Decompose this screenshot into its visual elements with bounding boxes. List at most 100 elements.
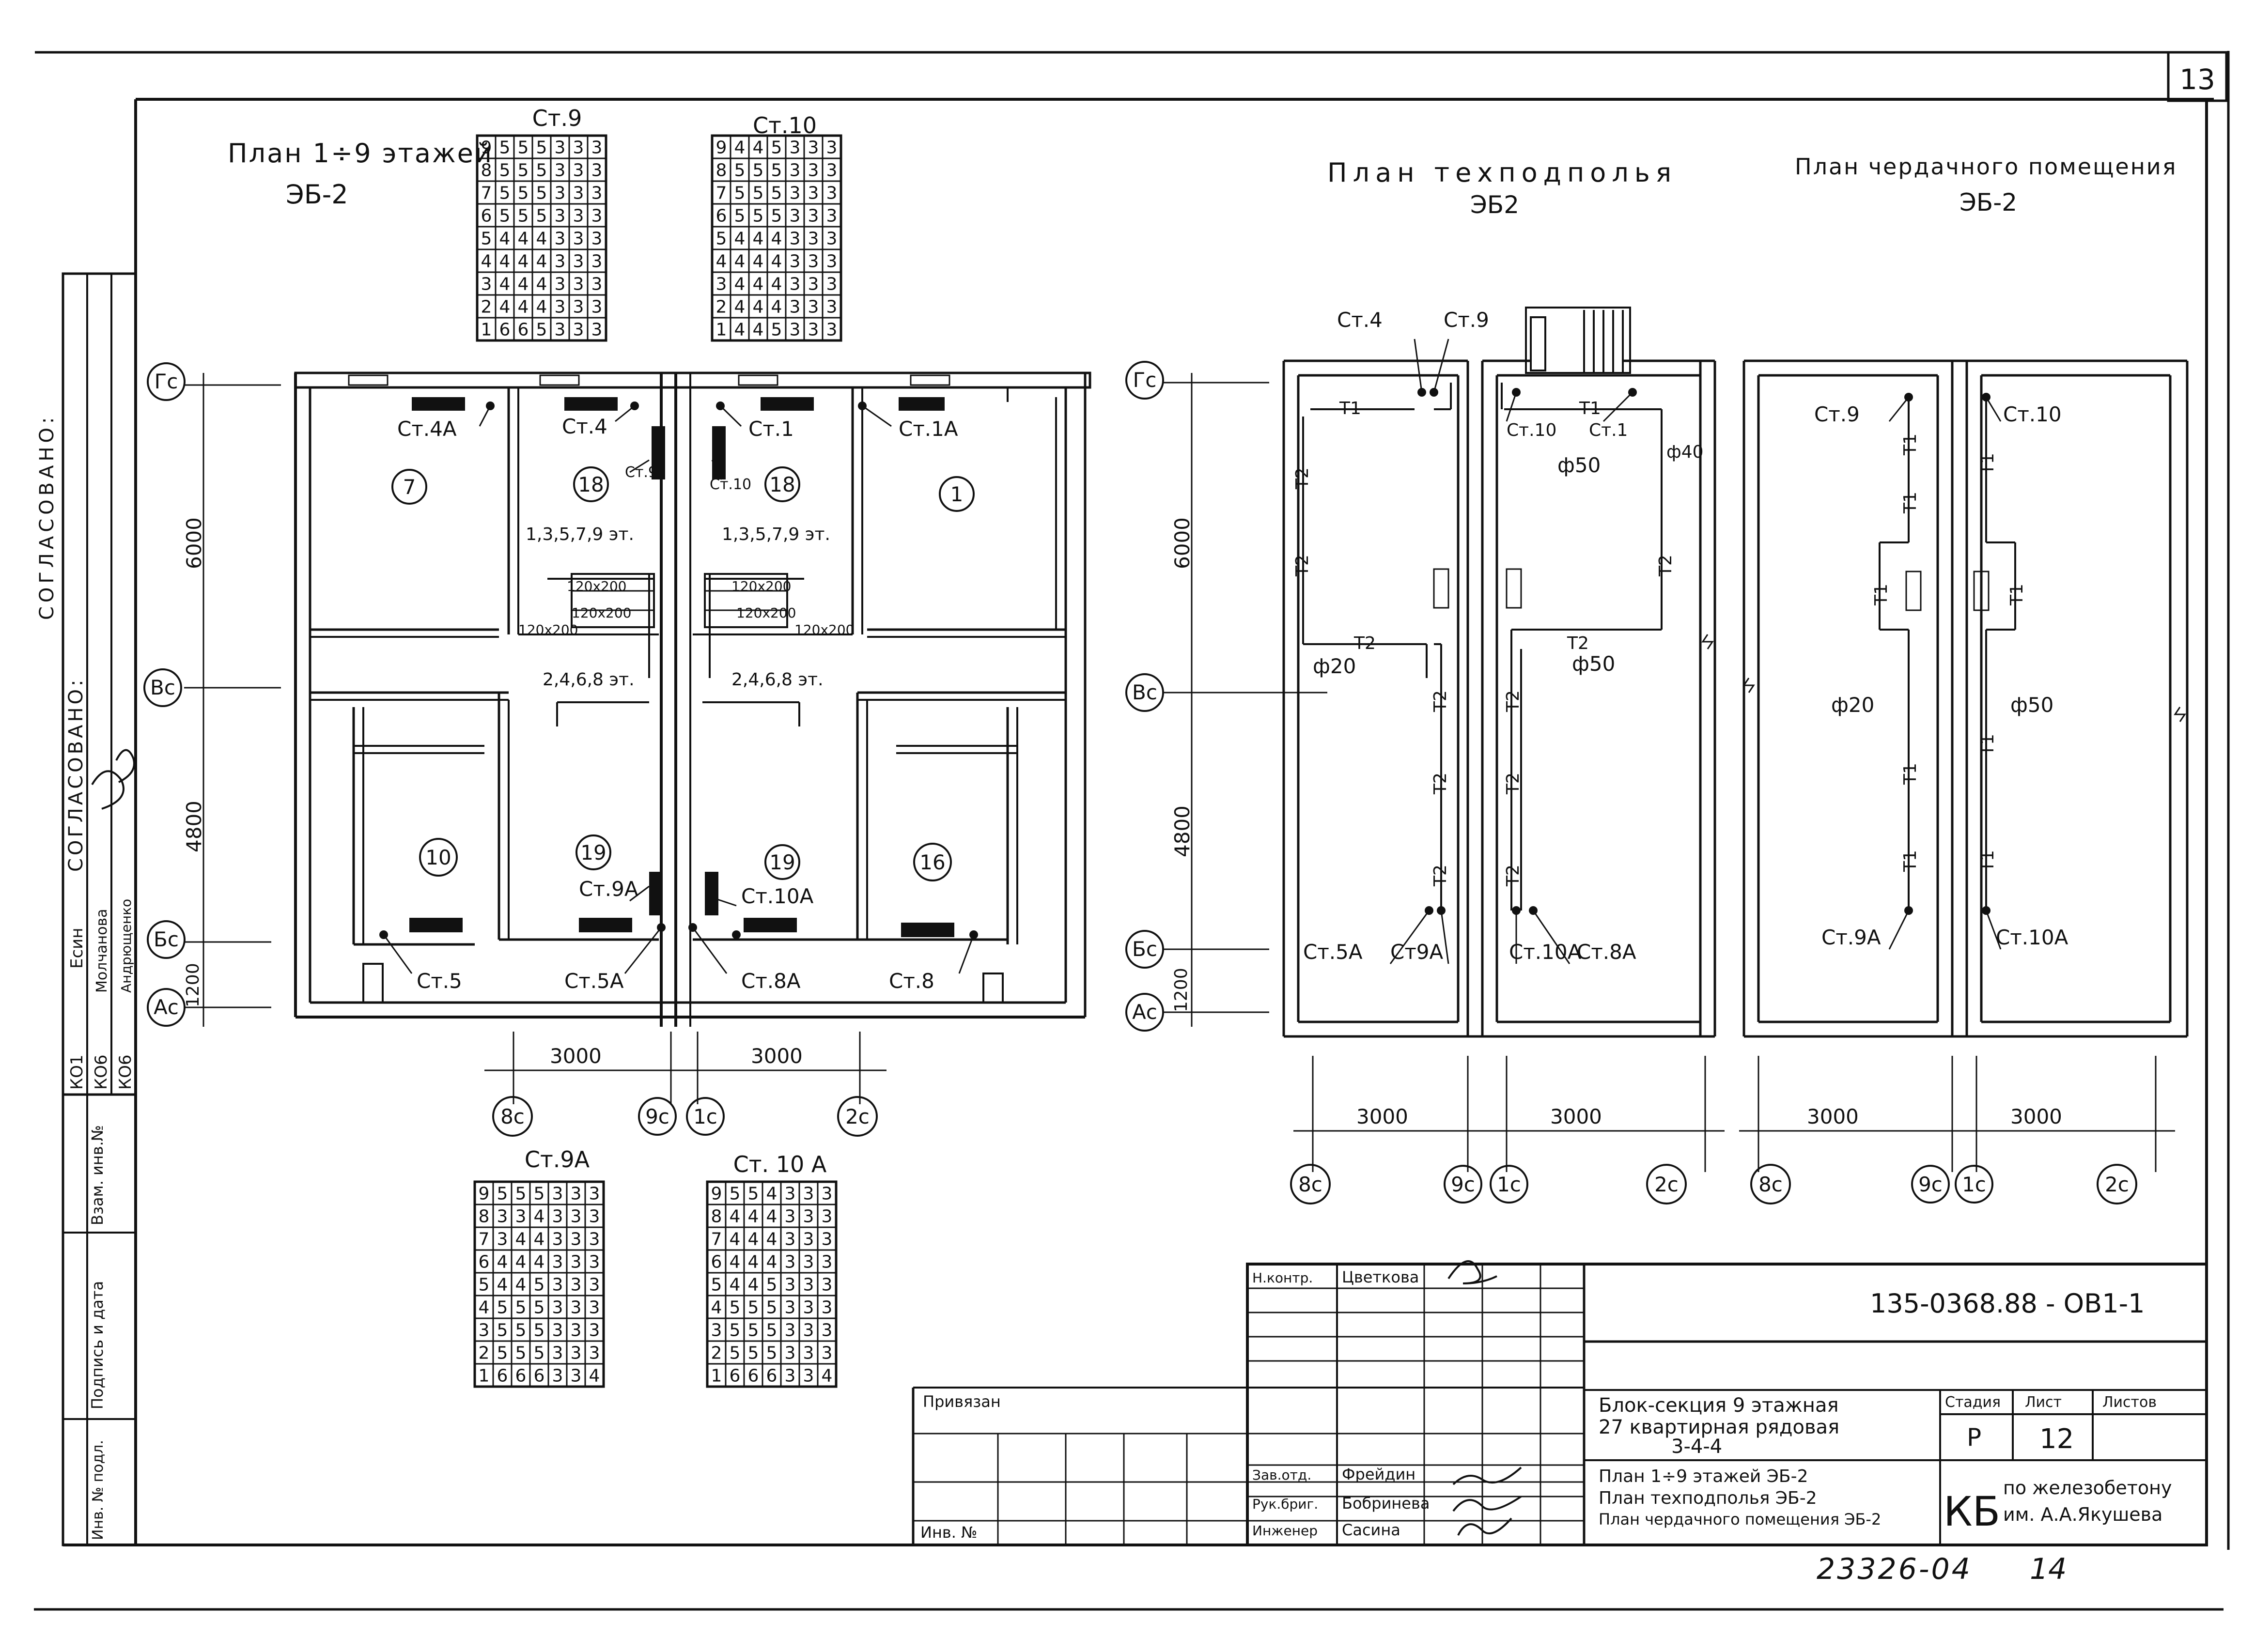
- riser-table-cell: 4: [766, 1184, 778, 1204]
- stadiya-header: Стадия: [1945, 1394, 2001, 1411]
- riser-label: Ст.1: [748, 417, 794, 441]
- riser-label: Ст.10А: [1996, 926, 2068, 949]
- axis-row-label: Ас: [154, 995, 179, 1019]
- axis-row-label: Гс: [155, 370, 178, 393]
- riser-table-cell: 4: [499, 275, 511, 294]
- riser-label: Ст.8А: [1577, 940, 1636, 964]
- riser-table-cell: 4: [479, 1298, 490, 1318]
- riser-table-cell: 3: [826, 229, 838, 249]
- title-block-text: 135-0368.88 - ОВ1-1 Привязан Инв. № Н.ко…: [920, 1260, 2172, 1542]
- riser-table-cell: 4: [499, 252, 511, 272]
- room-number: 7: [403, 475, 416, 499]
- riser-table-cell: 4: [753, 297, 764, 317]
- room-number: 10: [425, 846, 451, 869]
- riser-table-cell: 3: [552, 1298, 563, 1318]
- riser-table-cell: 3: [552, 1366, 563, 1386]
- riser-table-cell: 4: [536, 275, 547, 294]
- riser-table-cell: 3: [552, 1343, 563, 1363]
- signature-molchanova: [115, 749, 135, 783]
- riser-table-cell: 5: [497, 1321, 508, 1341]
- riser-table-cell: 6: [499, 320, 511, 340]
- riser-table-cell: 3: [589, 1230, 600, 1250]
- pipe-t2: Т2: [1503, 772, 1523, 795]
- riser-table-cell: 5: [748, 1298, 759, 1318]
- riser-table-cell: 3: [571, 1252, 582, 1272]
- riser-table-cell: 5: [515, 1298, 527, 1318]
- riser-table-cell: 4: [734, 229, 746, 249]
- riser-table-cell: 3: [552, 1252, 563, 1272]
- riser-table-cell: 5: [497, 1343, 508, 1363]
- room-number: 19: [769, 850, 795, 874]
- dim-3000: 3000: [1807, 1105, 1859, 1128]
- riser-label: Ст.10А: [1509, 940, 1582, 964]
- riser-table-cell: 3: [591, 229, 603, 249]
- riser-table-cell: 6: [766, 1366, 778, 1386]
- riser-table-cell: 5: [536, 138, 547, 158]
- bottom-stamp-2: 14: [2030, 1552, 2067, 1586]
- riser-table-cell: 9: [479, 1184, 490, 1204]
- riser-table-cell: 5: [771, 161, 782, 181]
- riser-label: Ст9А: [1390, 940, 1444, 964]
- dim-4800: 4800: [182, 801, 206, 852]
- agreed-label-2: СОГЛАСОВАНО:: [65, 677, 87, 872]
- riser-table-cell: 3: [790, 206, 801, 226]
- signature-esin: [91, 770, 124, 810]
- riser-table-cell: 4: [518, 275, 529, 294]
- riser-table-cell: 6: [716, 206, 727, 226]
- riser-label: Ст.9А: [579, 877, 638, 901]
- riser-label: Ст.4А: [397, 417, 457, 441]
- riser-table-cell: 4: [534, 1252, 545, 1272]
- radiator: [712, 426, 726, 479]
- pipe-diameter: ф20: [1831, 693, 1874, 717]
- riser-table-cell: 3: [803, 1230, 814, 1250]
- riser-table-cell: 4: [730, 1230, 741, 1250]
- riser-table-cell: 4: [771, 229, 782, 249]
- riser-table-cell: 4: [481, 252, 492, 272]
- riser-table-cell: 5: [518, 161, 529, 181]
- riser-table-cell: 3: [571, 1366, 582, 1386]
- radiator: [579, 918, 632, 932]
- riser-table-cell: 3: [589, 1343, 600, 1363]
- riser-table-cell: 5: [499, 138, 511, 158]
- riser-table-cell: 9: [711, 1184, 722, 1204]
- riser-table-cell: 3: [808, 320, 819, 340]
- riser-table-cell: 3: [822, 1321, 833, 1341]
- riser-table-cell: 3: [555, 206, 566, 226]
- axis-bubble-labels: Гс Вс Бс Ас 8с 9с 1с 2с: [150, 370, 870, 1128]
- radiator: [652, 426, 665, 479]
- axis-col-label: 9с: [645, 1105, 669, 1128]
- riser-table-cell: 3: [589, 1207, 600, 1227]
- tech-plan-axis-labels: Гс Вс Бс Ас 8с 9с 1с 2с: [1132, 368, 1679, 1196]
- riser-table-cell: 3: [803, 1343, 814, 1363]
- pipe-t1: Т1: [1900, 850, 1920, 872]
- pipe-diameter: ф50: [1572, 652, 1615, 676]
- riser-table-cell: 4: [771, 275, 782, 294]
- axis-row-label: Гс: [1133, 368, 1157, 392]
- riser-table-cell: 3: [591, 297, 603, 317]
- axis-row-label: Вс: [150, 676, 175, 699]
- axis-row-label: Бс: [1132, 937, 1157, 961]
- riser-table-cell: 5: [730, 1343, 741, 1363]
- axis-row-label: Вс: [1132, 680, 1157, 704]
- ruk-brig-name: Бобринева: [1342, 1494, 1430, 1513]
- riser-table-cell: 5: [771, 320, 782, 340]
- bottom-stamp: 23326-04: [1817, 1552, 1972, 1586]
- attic-plan-labels: Ст.9 Ст.10 Ст.9А Ст.10А ф20 ф50 Т1 Т1 Т1…: [1807, 402, 2068, 1128]
- riser-table-cell: 3: [826, 320, 838, 340]
- riser-table-cell: 5: [534, 1184, 545, 1204]
- riser-table-cell: 3: [573, 297, 584, 317]
- riser-table-cell: 3: [803, 1207, 814, 1227]
- riser-table-cell: 5: [730, 1184, 741, 1204]
- riser-table-cell: 5: [734, 206, 746, 226]
- riser-table-cell: 2: [716, 297, 727, 317]
- riser-table-frame: [706, 1180, 838, 1388]
- riser-table-cell: 3: [826, 297, 838, 317]
- riser-table-cell: 3: [716, 275, 727, 294]
- riser-table-cell: 3: [591, 184, 603, 203]
- riser-table-cell: 6: [711, 1252, 722, 1272]
- riser-table-cell: 5: [515, 1184, 527, 1204]
- riser-table-cell: 3: [589, 1275, 600, 1295]
- riser-table-cell: 4: [730, 1252, 741, 1272]
- riser-table-cell: 4: [822, 1366, 833, 1386]
